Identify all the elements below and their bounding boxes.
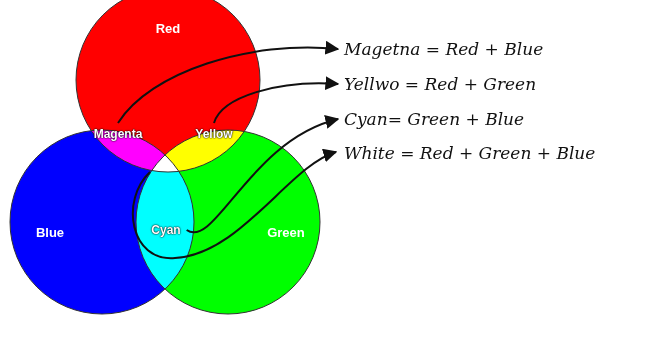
node-text: White = Red + Green + Blue xyxy=(344,143,595,163)
green-circle xyxy=(136,130,320,314)
overlap-label: Yellow xyxy=(191,125,236,143)
formula-text: White = Red + Green + Blue xyxy=(340,141,599,165)
node-text: Green xyxy=(267,225,305,240)
formula-text: Cyan= Green + Blue xyxy=(340,107,528,131)
circle-label: Red xyxy=(152,19,185,38)
node-text: Yellwo = Red + Green xyxy=(344,74,536,94)
node-text: Red xyxy=(156,21,181,36)
circle-label: Green xyxy=(263,223,309,242)
leader-arrow xyxy=(118,47,338,123)
node-text: Blue xyxy=(36,225,64,240)
circle-label: Blue xyxy=(32,223,68,242)
overlap-label: Cyan xyxy=(147,221,184,239)
formula-text: Magetna = Red + Blue xyxy=(340,37,547,61)
red-circle xyxy=(76,0,260,172)
circle-outline xyxy=(10,130,194,314)
node-text: Cyan= Green + Blue xyxy=(344,109,524,129)
overlap-label: Magenta xyxy=(90,125,147,143)
formula-text: Yellwo = Red + Green xyxy=(340,72,540,96)
leader-arrow xyxy=(187,119,338,232)
node-text: Magetna = Red + Blue xyxy=(344,39,543,59)
leader-arrow xyxy=(214,83,338,123)
circle-outline xyxy=(136,130,320,314)
circle-outline xyxy=(76,0,260,172)
node-text: Yellow xyxy=(195,127,232,141)
white-leader-arrow xyxy=(133,152,336,258)
node-text: Magenta xyxy=(94,127,143,141)
node-text: Cyan xyxy=(151,223,180,237)
